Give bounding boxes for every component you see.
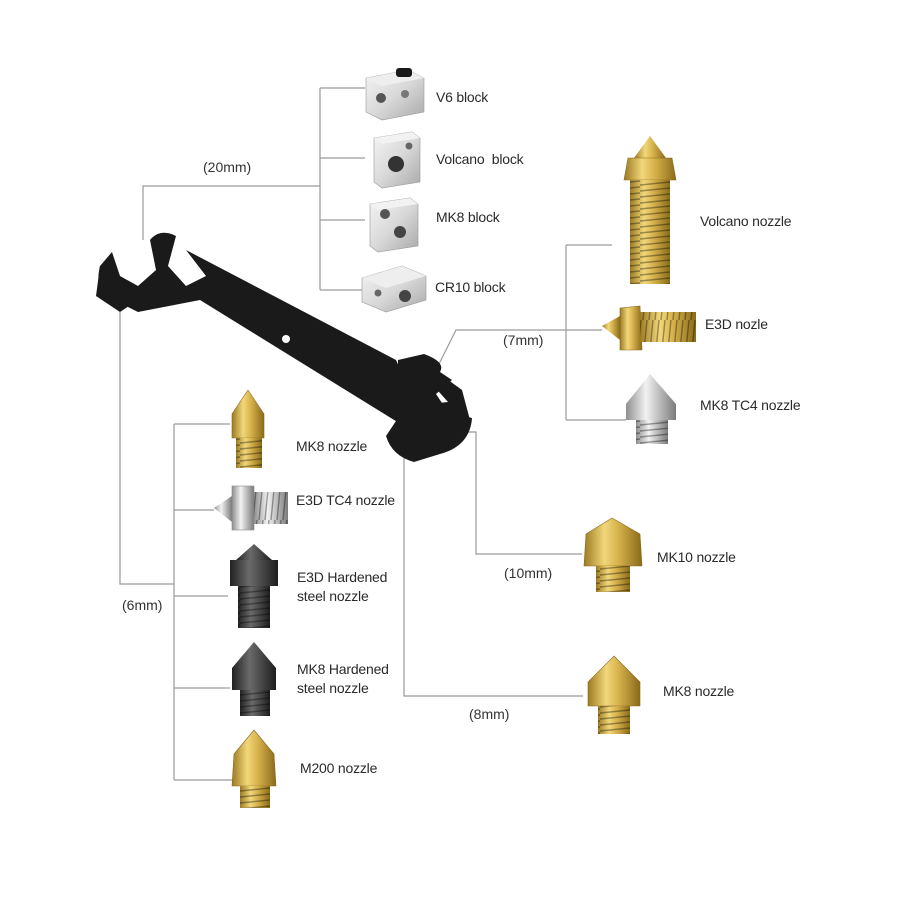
size-label-20mm: (20mm) bbox=[203, 159, 252, 175]
m200-nozzle-icon bbox=[231, 729, 277, 808]
mk8-nozzle-left-icon bbox=[231, 389, 265, 468]
size-label-8mm: (8mm) bbox=[469, 706, 510, 722]
v6-block-icon bbox=[365, 68, 425, 121]
size-label-7mm: (7mm) bbox=[503, 332, 544, 348]
mk8-tc4-nozzle-icon bbox=[626, 374, 676, 444]
volcano-block-icon bbox=[373, 131, 421, 189]
mk8-nozzle-right-icon bbox=[587, 655, 641, 734]
cr10-block-icon bbox=[361, 265, 427, 313]
label-mk8-nozzle-right: MK8 nozzle bbox=[663, 683, 735, 699]
label-mk8-block: MK8 block bbox=[436, 209, 500, 225]
connector-10mm bbox=[446, 431, 582, 555]
label-cr10-block: CR10 block bbox=[435, 279, 506, 295]
e3d-tc4-nozzle-icon bbox=[214, 485, 288, 531]
label-v6-block: V6 block bbox=[436, 89, 489, 105]
label-e3d-hardened-nozzle: E3D Hardened steel nozzle bbox=[297, 569, 388, 604]
mk10-nozzle-icon bbox=[583, 517, 643, 592]
label-volcano-nozzle: Volcano nozzle bbox=[700, 213, 792, 229]
label-e3d-tc4-nozzle: E3D TC4 nozzle bbox=[296, 492, 395, 508]
volcano-nozzle-icon bbox=[623, 136, 677, 284]
connector-8mm bbox=[403, 432, 583, 697]
label-mk8-tc4-nozzle: MK8 TC4 nozzle bbox=[700, 397, 801, 413]
mk8-block-icon bbox=[369, 197, 419, 253]
label-m200-nozzle: M200 nozzle bbox=[300, 760, 378, 776]
label-e3d-nozzle: E3D nozle bbox=[705, 316, 768, 332]
label-mk10-nozzle: MK10 nozzle bbox=[657, 549, 736, 565]
label-mk8-hardened-nozzle: MK8 Hardened steel nozzle bbox=[297, 661, 389, 696]
connector-6mm bbox=[119, 308, 174, 585]
wrench-icon bbox=[96, 232, 472, 462]
label-mk8-nozzle-left: MK8 nozzle bbox=[296, 438, 368, 454]
label-volcano-block: Volcano block bbox=[436, 151, 524, 167]
connector-7mm bbox=[434, 329, 566, 373]
e3d-nozzle-icon bbox=[602, 305, 696, 351]
size-label-6mm: (6mm) bbox=[122, 597, 163, 613]
e3d-hardened-nozzle-icon bbox=[230, 544, 278, 628]
connector-20mm bbox=[142, 185, 320, 240]
mk8-hardened-nozzle-icon bbox=[232, 642, 276, 716]
size-label-10mm: (10mm) bbox=[504, 565, 553, 581]
